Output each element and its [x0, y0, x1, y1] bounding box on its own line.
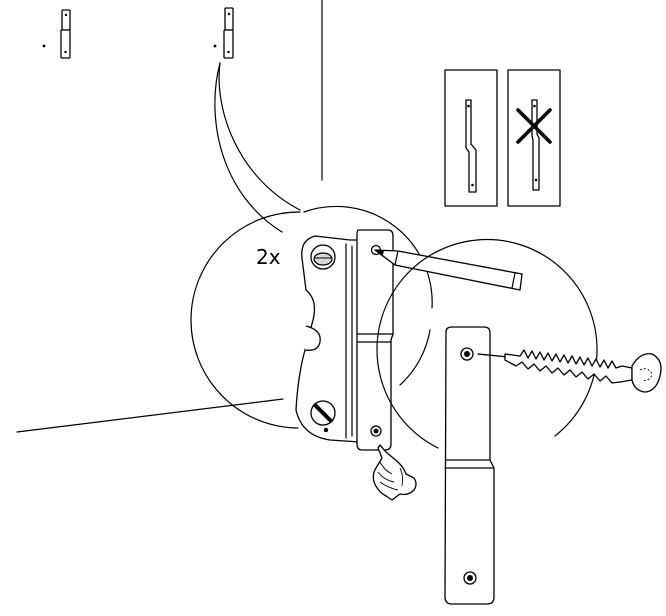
- overview-bracket-right: [213, 7, 234, 59]
- wall-hole-bottom: [310, 400, 336, 433]
- cross-mark-icon: [516, 108, 552, 144]
- screw-icon: [477, 349, 662, 393]
- wall-hole-top: [310, 244, 336, 270]
- pointing-hand-icon: [372, 444, 417, 501]
- wrong-orientation-icon: [507, 69, 561, 207]
- bracket-large: [444, 326, 495, 605]
- zoom-circle-marking: 2x: [190, 205, 523, 501]
- zoom-circle-screwing: [376, 238, 662, 605]
- quantity-label: 2x: [256, 245, 281, 269]
- wall-hole-middle: [304, 325, 321, 351]
- overview-bracket-left: [42, 9, 71, 59]
- pencil-icon: [374, 249, 523, 291]
- callout-lines: [214, 62, 301, 233]
- bracket-front: [356, 229, 394, 451]
- correct-orientation-icon: [444, 69, 498, 207]
- wall-corner-lines: [16, 0, 323, 433]
